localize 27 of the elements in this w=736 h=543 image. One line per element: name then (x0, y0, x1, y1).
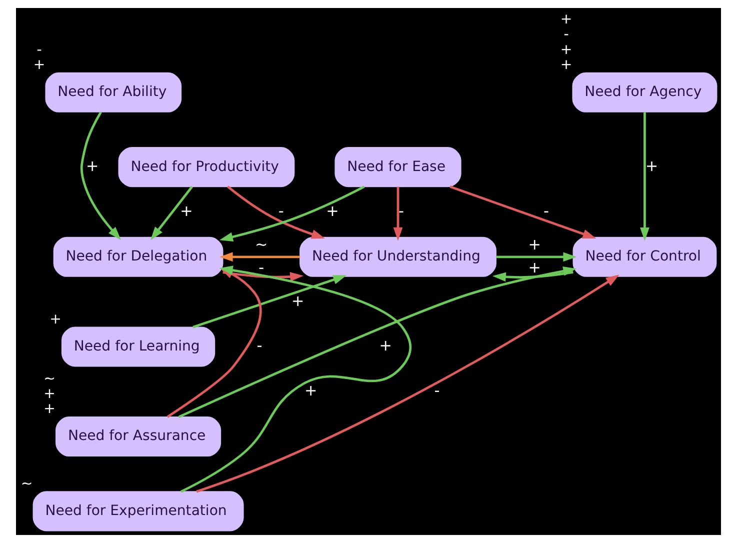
node-label: - (36, 42, 42, 58)
edge-label: - (256, 336, 262, 355)
node-label: + (32, 57, 45, 74)
node-label: ~ (20, 476, 32, 492)
edge-label: - (398, 202, 404, 220)
node-label: + (43, 386, 55, 402)
node-label: + (560, 57, 572, 74)
edge-label: + (291, 292, 304, 310)
edge-label: + (528, 258, 540, 276)
edge-label: - (543, 202, 548, 220)
edge-label: + (528, 236, 540, 254)
edge-label: - (258, 258, 264, 276)
node-label: + (560, 12, 572, 28)
edge-label: + (378, 336, 392, 355)
node-label: + (560, 42, 572, 58)
edge-label: + (85, 157, 98, 176)
node-label: ~ (43, 370, 55, 387)
edge-label: + (304, 382, 317, 400)
node-label: + (43, 401, 55, 418)
node-label: - (563, 26, 568, 43)
edge-label: + (326, 202, 338, 220)
edge-label: + (180, 202, 192, 220)
edge-label: ~ (254, 236, 268, 254)
edge-label: - (434, 382, 440, 400)
node-label: + (49, 311, 61, 328)
edge-label: + (644, 157, 658, 176)
edge-label: - (278, 202, 284, 220)
